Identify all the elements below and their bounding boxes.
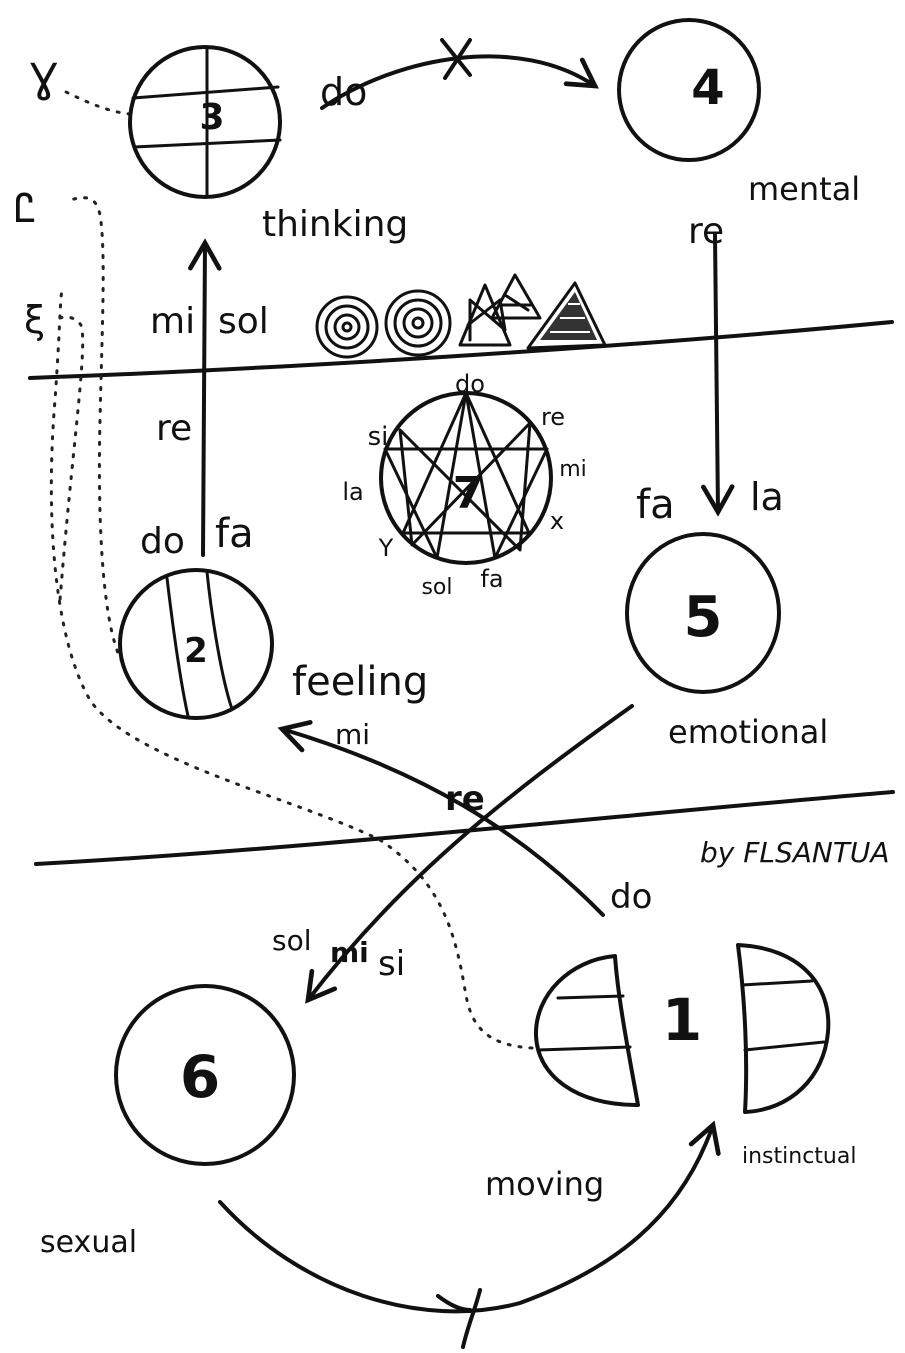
ennea-mi: mi: [559, 457, 587, 482]
node-6-label: 6: [180, 1043, 220, 1111]
arrow-3-to-4-cross: [440, 38, 472, 80]
note-do-cross: do: [610, 877, 652, 917]
ennea-la: la: [342, 478, 363, 506]
arrow-4-to-5: [700, 233, 735, 517]
note-re-left: re: [156, 408, 192, 449]
note-sol-cross: sol: [272, 924, 312, 957]
arrow-1-to-2: [277, 720, 605, 917]
dotted-line-top: [60, 88, 132, 116]
node-3: 3: [128, 45, 282, 199]
note-mi-cross2: mi: [330, 936, 369, 969]
note-si-cross: si: [378, 944, 405, 984]
ennea-sol: sol: [421, 575, 452, 600]
note-mi-left: mi: [150, 301, 195, 342]
node-5-label: 5: [684, 585, 723, 650]
note-fa-right: fa: [636, 482, 675, 528]
arrow-5-to-6: [305, 704, 634, 1004]
label-thinking: thinking: [262, 204, 408, 245]
triangle-symbols: [458, 273, 607, 350]
label-emotional: emotional: [668, 713, 828, 751]
ennea-x: x: [550, 507, 564, 535]
node-2: 2: [118, 568, 274, 720]
label-sexual: sexual: [40, 1225, 137, 1260]
label-instinctual: instinctual: [742, 1144, 856, 1169]
ennea-y: Y: [378, 534, 394, 562]
node-7-enneagram: 7 do re mi x fa sol Y la si: [342, 370, 586, 600]
margin-symbol-top: Ɣ: [30, 56, 58, 102]
node-1: 1: [533, 943, 831, 1114]
node-7-label: 7: [453, 468, 484, 519]
dotted-line-left: [49, 288, 534, 1050]
note-la-right: la: [750, 475, 784, 519]
divider-upper: [28, 320, 894, 380]
note-do-top: do: [320, 70, 367, 114]
label-feeling: feeling: [292, 659, 428, 705]
author-credit: by FLSANTUA: [700, 836, 890, 869]
node-3-label: 3: [199, 97, 224, 138]
note-re-right: re: [688, 211, 724, 252]
note-fa-left: fa: [215, 511, 254, 557]
node-5: 5: [625, 532, 781, 694]
arrow-6-to-1: [218, 1120, 721, 1314]
note-re-cross: re: [445, 779, 485, 819]
ennea-re: re: [541, 403, 565, 431]
arrow-2-to-3: [188, 238, 222, 557]
node-2-label: 2: [184, 631, 208, 671]
note-mi-cross: mi: [335, 718, 370, 751]
note-sol-left: sol: [218, 301, 269, 342]
label-mental: mental: [748, 170, 860, 208]
label-moving: moving: [485, 1165, 604, 1203]
dotted-line-mid: [58, 315, 85, 602]
node-4-label: 4: [691, 60, 724, 116]
ennea-si: si: [368, 422, 389, 452]
node-4: 4: [617, 18, 761, 162]
node-1-label: 1: [662, 986, 702, 1054]
ennea-do: do: [455, 370, 485, 398]
note-do-left: do: [140, 521, 185, 562]
margin-symbol-low: ξ: [24, 298, 45, 342]
arrow-6-to-1-cross: [436, 1288, 482, 1349]
dotted-line-right: [68, 196, 124, 664]
ennea-fa: fa: [480, 565, 503, 593]
spiral-symbols: [315, 289, 452, 359]
margin-symbol-mid: Ꮭ: [14, 186, 37, 232]
node-6: 6: [114, 984, 296, 1166]
